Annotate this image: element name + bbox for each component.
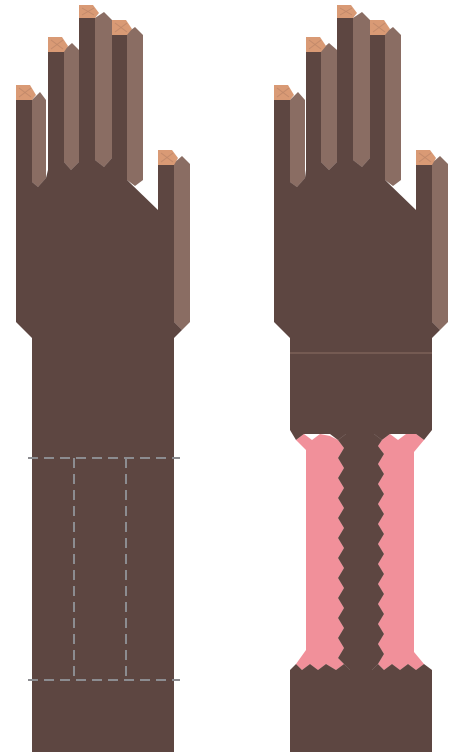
opened-incision-left (296, 434, 344, 670)
right-lower-forearm (290, 664, 432, 752)
left-arm-figure (16, 5, 190, 752)
forearm-center-strip (338, 434, 384, 670)
opened-incision-right (378, 434, 424, 670)
right-arm-figure (274, 5, 448, 752)
